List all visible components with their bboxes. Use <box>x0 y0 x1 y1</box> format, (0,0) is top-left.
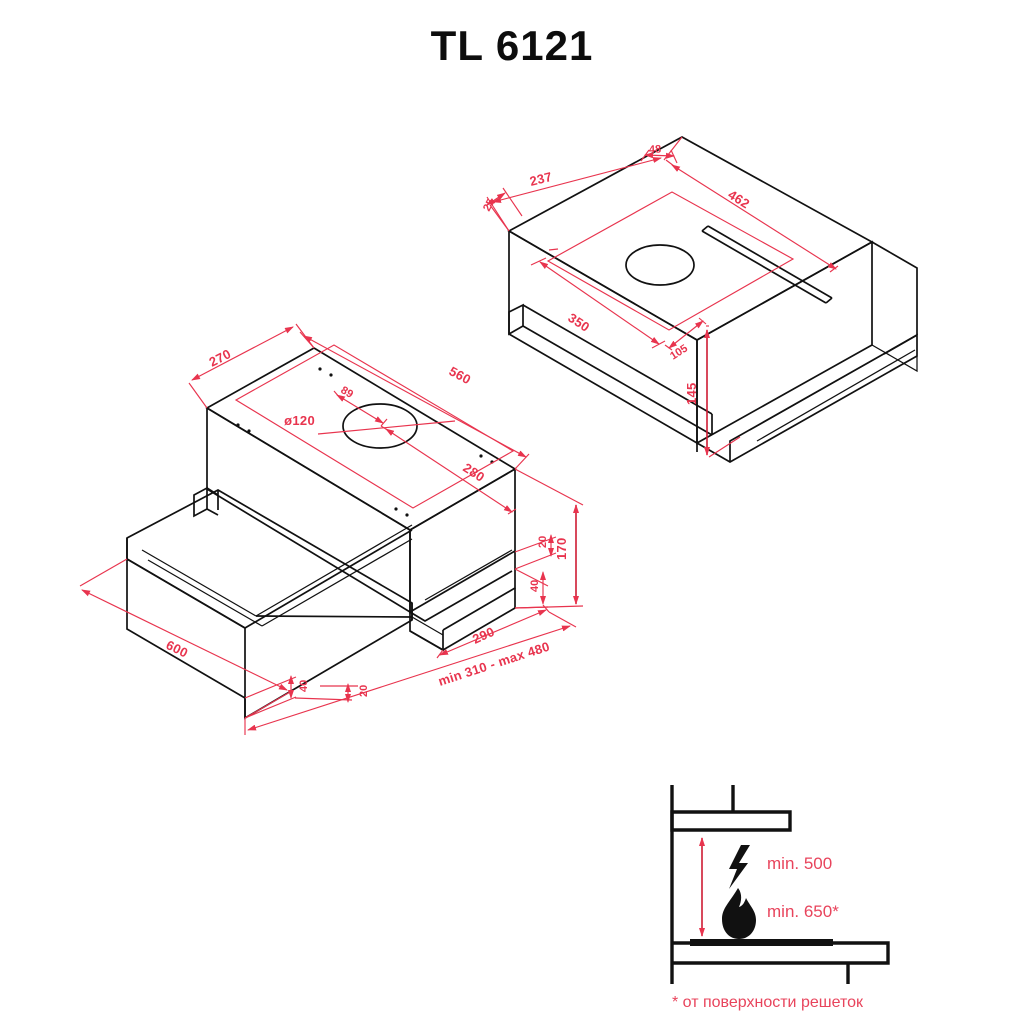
clearance-footnote: * от поверхности решеток <box>672 994 864 1011</box>
dim-560-label: 560 <box>447 363 474 387</box>
page-title: TL 6121 <box>430 22 594 69</box>
dim-170-label: 170 <box>554 537 569 560</box>
dim-145-label: 145 <box>684 382 699 405</box>
retracted-hood-geometry <box>507 136 918 463</box>
dim-20-left-label: 20 <box>358 685 370 697</box>
gas-clearance-label: min. 650* <box>767 902 839 921</box>
electric-icon <box>729 845 750 889</box>
dim-462-label: 462 <box>725 187 752 212</box>
dim-40-right-label: 40 <box>529 580 541 592</box>
dim-40-left-label: 40 <box>298 680 310 692</box>
dim-48-label: 48 <box>649 144 662 156</box>
retracted-hood-dimensions: 25 237 48 462 350 105 145 <box>481 136 839 458</box>
dim-237-label: 237 <box>528 169 554 189</box>
clearance-diagram-geometry <box>670 785 890 984</box>
dim-20-right-label: 20 <box>537 536 549 548</box>
dim-89-label: 89 <box>338 384 355 401</box>
dim-290-label: 290 <box>470 624 497 647</box>
extended-hood-dimensions: 270 560 89 ø120 280 600 170 <box>79 323 584 735</box>
electric-clearance-label: min. 500 <box>767 854 832 873</box>
gas-icon <box>722 888 756 939</box>
dim-diameter-120-label: ø120 <box>284 413 315 428</box>
dim-270-label: 270 <box>207 346 234 370</box>
